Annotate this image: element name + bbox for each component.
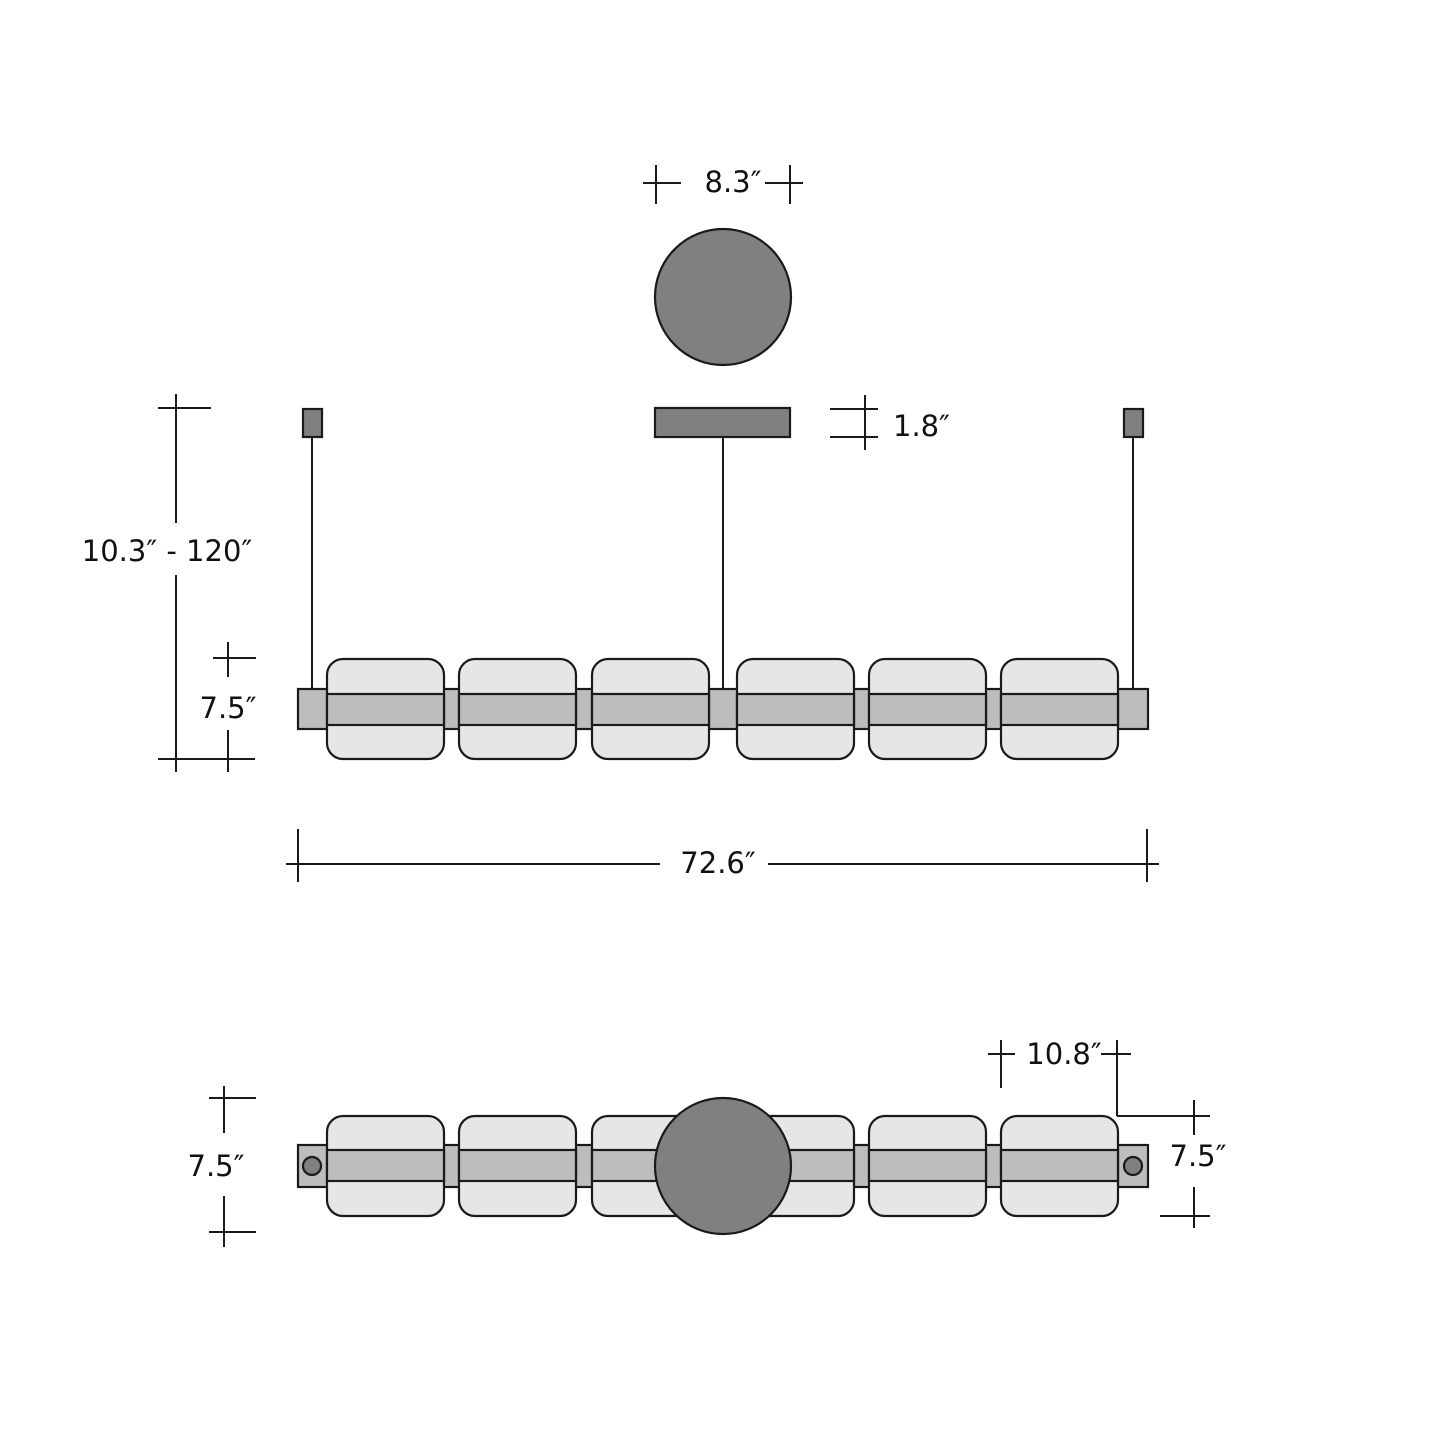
fixture-height-top-left-label: 7.5″ xyxy=(188,1149,245,1183)
fixture-height-front-label: 7.5″ xyxy=(200,691,257,725)
fixture-height-top-right-dimension: 7.5″ xyxy=(1117,1100,1227,1228)
right-mount xyxy=(1122,407,1145,439)
fixture-height-front-dimension: 7.5″ xyxy=(200,642,257,772)
fixture-depth-label: 10.8″ xyxy=(1026,1037,1102,1071)
left-mount xyxy=(301,407,324,439)
front-elevation xyxy=(296,406,1150,761)
canopy-disc-top xyxy=(653,1096,793,1236)
canopy-disc xyxy=(653,227,793,367)
suspension-length-dimension: 10.3″ - 120″ xyxy=(82,394,255,772)
canopy-side xyxy=(653,406,792,439)
overall-length-label: 72.6″ xyxy=(680,846,756,880)
top-view xyxy=(296,1096,1150,1236)
bar-through-glass xyxy=(325,692,1120,727)
left-mount-dot xyxy=(301,1155,323,1177)
canopy-diameter-label: 8.3″ xyxy=(705,165,762,199)
canopy-height-label: 1.8″ xyxy=(893,409,950,443)
fixture-height-top-right-label: 7.5″ xyxy=(1170,1139,1227,1173)
canopy-height-dimension: 1.8″ xyxy=(830,395,950,450)
right-mount-dot xyxy=(1122,1155,1144,1177)
suspension-length-label: 10.3″ - 120″ xyxy=(82,534,253,568)
overall-length-dimension: 72.6″ xyxy=(286,829,1159,882)
fixture-height-top-left-dimension: 7.5″ xyxy=(188,1086,256,1247)
fixture-depth-dimension: 10.8″ xyxy=(988,1037,1131,1116)
canopy-diameter-dimension: 8.3″ xyxy=(643,165,803,204)
canopy-top-view xyxy=(653,227,793,367)
